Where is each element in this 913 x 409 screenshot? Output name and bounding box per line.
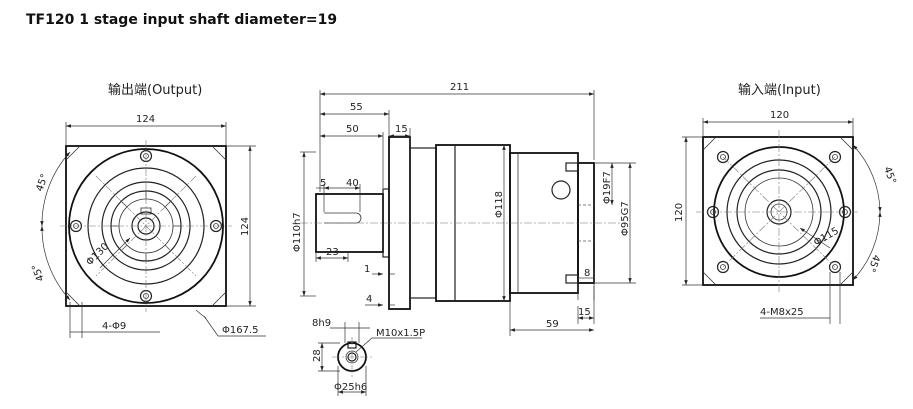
- section-thread-dim: M10x1.5P: [376, 328, 425, 339]
- output-pcd-dim: Φ130: [84, 241, 111, 268]
- output-angle-bottom: 45°: [30, 262, 46, 282]
- side-50-dim: 50: [346, 124, 359, 135]
- input-holes-dim: 4-M8x25: [760, 307, 804, 318]
- section-height-dim: 28: [312, 349, 323, 362]
- input-pcd-dim: Φ115: [812, 226, 841, 249]
- side-15a-dim: 15: [395, 124, 408, 135]
- side-1-dim: 1: [364, 264, 370, 275]
- side-inpilot-dim: Φ95G7: [620, 201, 631, 236]
- side-body-dim: Φ118: [494, 191, 505, 218]
- input-width-dim: 120: [770, 110, 789, 121]
- shaft-section-view: 8h9 28 M10x1.5P Φ25h6: [312, 318, 425, 396]
- side-shaft-dim: Φ110h7: [292, 212, 303, 252]
- output-height-dim: 124: [240, 217, 251, 236]
- side-23-dim: 23: [326, 247, 339, 258]
- page-title: TF120 1 stage input shaft diameter=19: [26, 12, 338, 28]
- section-key-dim: 8h9: [312, 318, 331, 329]
- side-59-dim: 59: [546, 319, 559, 330]
- input-angle-top: 45°: [881, 165, 897, 185]
- side-8-dim: 8: [584, 268, 590, 279]
- input-angle-bottom: 45°: [865, 253, 881, 273]
- side-4-dim: 4: [366, 294, 372, 305]
- side-view: 211 55 50 15 5 40 23 1 4: [292, 82, 636, 336]
- output-outer-dim: Φ167.5: [222, 325, 259, 336]
- side-inbore-dim: Φ19F7: [602, 171, 613, 204]
- input-height-dim: 120: [674, 203, 685, 222]
- output-view: 输出端(Output): [30, 82, 266, 338]
- side-5-dim: 5: [320, 178, 326, 189]
- side-15b-dim: 15: [578, 307, 591, 318]
- section-dia-dim: Φ25h6: [334, 382, 367, 393]
- side-40-dim: 40: [346, 178, 359, 189]
- input-view-label: 输入端(Input): [738, 82, 821, 98]
- output-width-dim: 124: [136, 114, 155, 125]
- input-view: 输入端(Input) 120 120: [674, 82, 898, 324]
- output-view-label: 输出端(Output): [108, 82, 202, 98]
- side-55-dim: 55: [350, 102, 363, 113]
- side-total-dim: 211: [450, 82, 469, 93]
- output-holes-dim: 4-Φ9: [102, 321, 126, 332]
- output-angle-top: 45°: [34, 173, 50, 193]
